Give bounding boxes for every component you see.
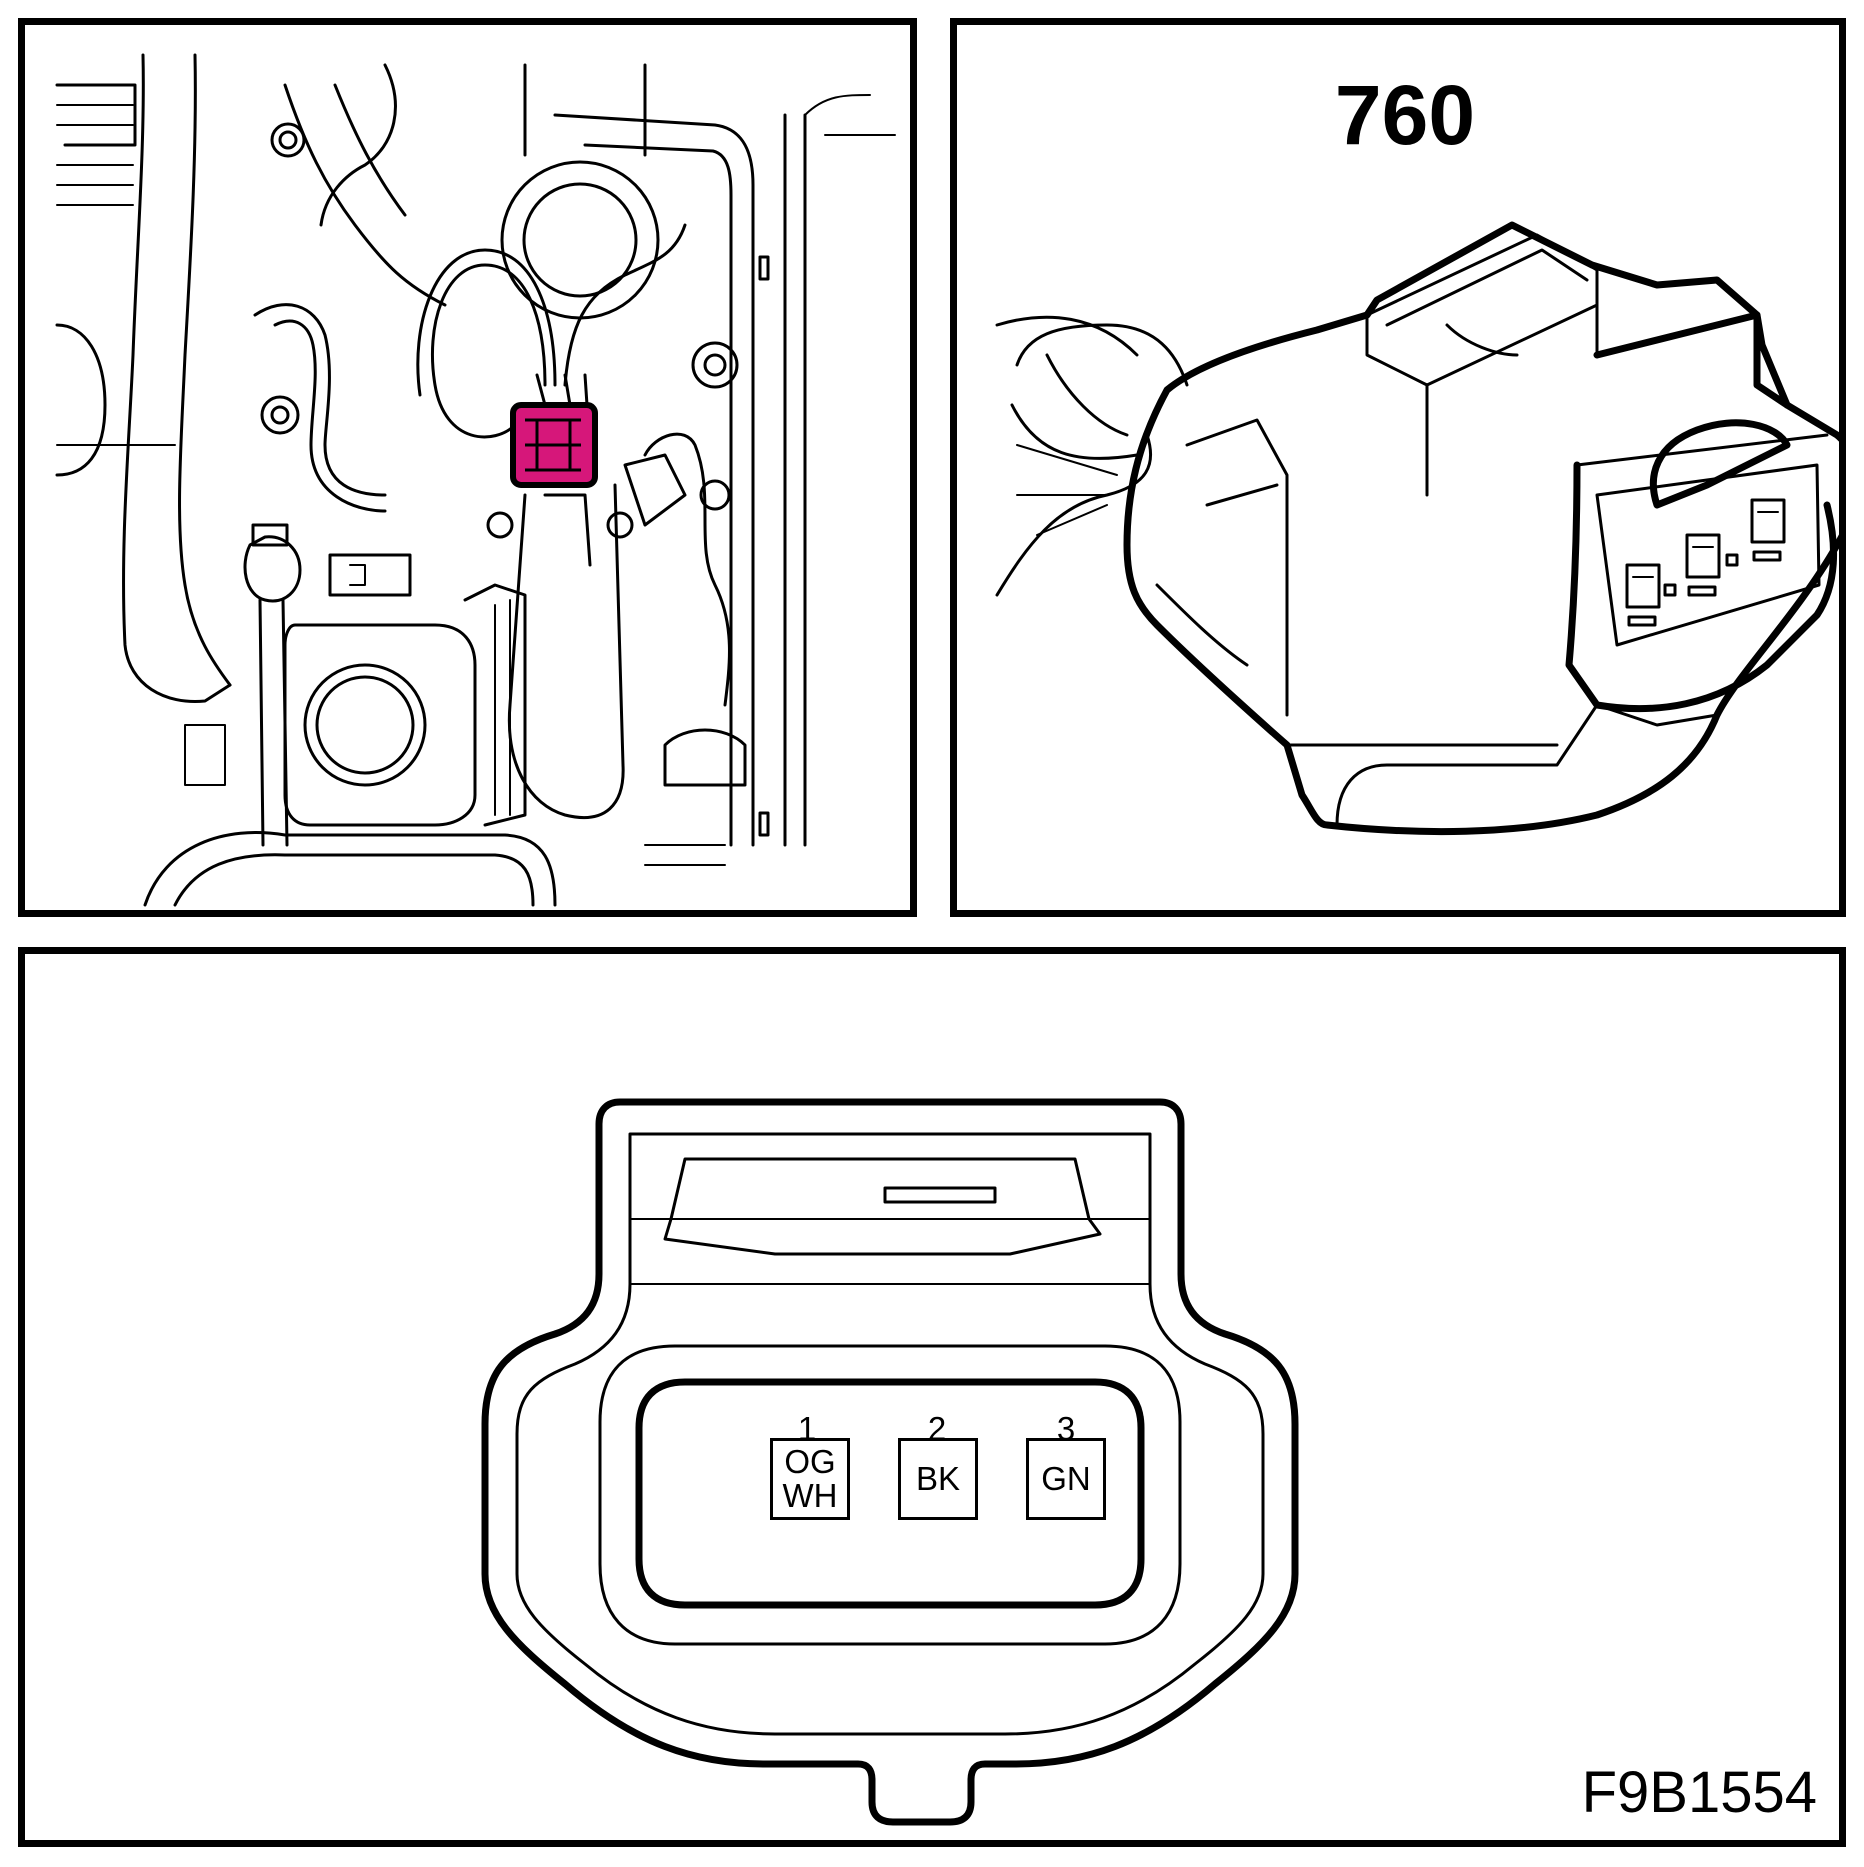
engine-bay-illustration — [55, 53, 896, 907]
pin-3-wire-color: GN — [1026, 1438, 1106, 1520]
connector-view-panel: 760 — [950, 18, 1846, 917]
pin-2-number: 2 — [927, 1410, 947, 1447]
figure-id: F9B1554 — [1581, 1760, 1817, 1825]
pin-3-number: 3 — [1056, 1410, 1076, 1447]
pin-1-wire-color: OG WH — [770, 1438, 850, 1520]
connector-face-panel: 1 2 3 OG WH BK GN F9B1554 — [18, 947, 1846, 1847]
connector-perspective-illustration — [995, 221, 1839, 836]
connector-face-illustration — [481, 1098, 1299, 1826]
engine-location-panel — [18, 18, 917, 917]
connector-number: 760 — [1334, 68, 1476, 162]
pin-2-wire-color: BK — [898, 1438, 978, 1520]
pin-1-number: 1 — [797, 1410, 817, 1447]
